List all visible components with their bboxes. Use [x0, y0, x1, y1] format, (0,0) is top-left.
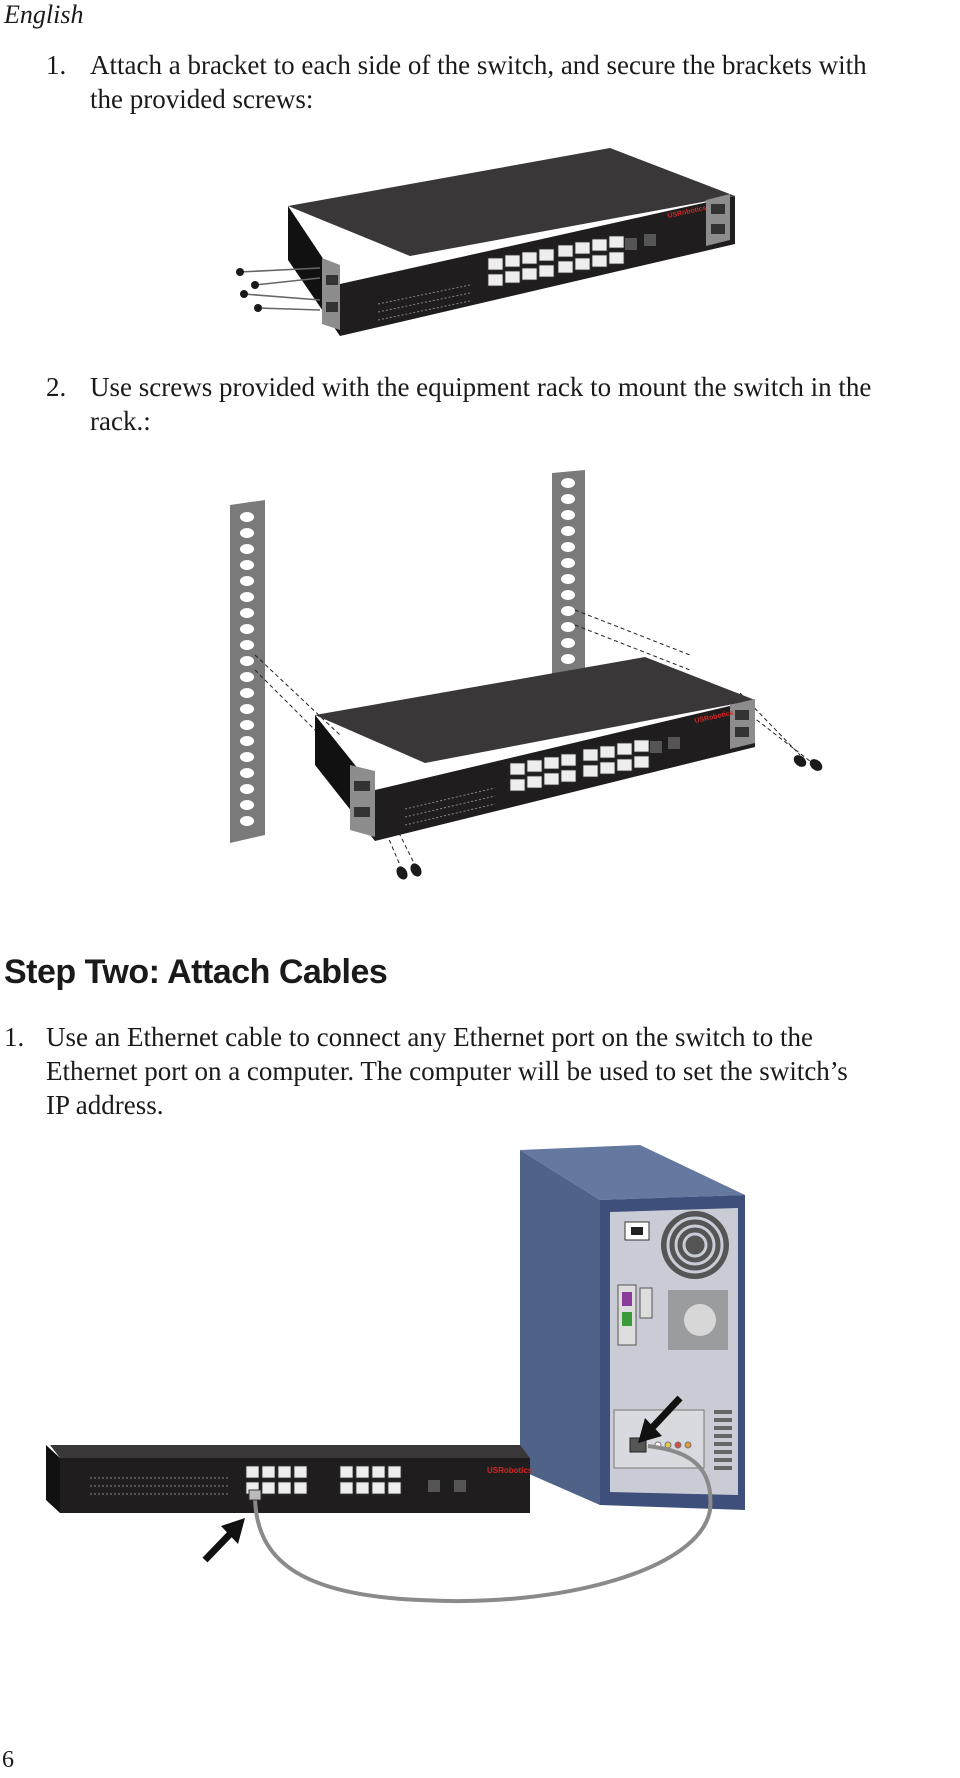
step-1-instruction: 1. Attach a bracket to each side of the … [0, 48, 960, 118]
rack-rail [230, 500, 265, 843]
language-label: English [4, 0, 84, 29]
step-text-line: Use an Ethernet cable to connect any Eth… [46, 1022, 813, 1052]
rack-mount-illustration: USRobotics [230, 470, 823, 880]
step-2-instruction: 2. Use screws provided with the equipmen… [0, 370, 960, 440]
step-text-line: the provided screws: [90, 84, 314, 114]
step-text-line: Attach a bracket to each side of the swi… [90, 50, 867, 80]
step-text-line: Ethernet port on a computer. The compute… [46, 1056, 848, 1086]
ethernet-cable [253, 1444, 713, 1604]
computer-tower [520, 1145, 745, 1510]
page-number: 6 [2, 1747, 14, 1773]
step-text-line: Use screws provided with the equipment r… [90, 372, 872, 402]
bracket-install-illustration: USRobotics [236, 148, 735, 336]
cable-connection-illustration: USRobotics [46, 1145, 745, 1604]
step-text-line: IP address. [46, 1090, 164, 1120]
section-heading: Step Two: Attach Cables [4, 953, 388, 991]
step-number: 2. [46, 372, 67, 402]
cable-step-1-instruction: 1. Use an Ethernet cable to connect any … [0, 1020, 960, 1130]
svg-text:USRobotics: USRobotics [487, 1466, 533, 1475]
step-number: 1. [4, 1022, 25, 1052]
arrow-icon [202, 1518, 245, 1563]
step-number: 1. [46, 50, 67, 80]
step-text-line: rack.: [90, 406, 151, 436]
arrow-icon [638, 1395, 683, 1443]
network-switch: USRobotics [46, 1445, 533, 1513]
